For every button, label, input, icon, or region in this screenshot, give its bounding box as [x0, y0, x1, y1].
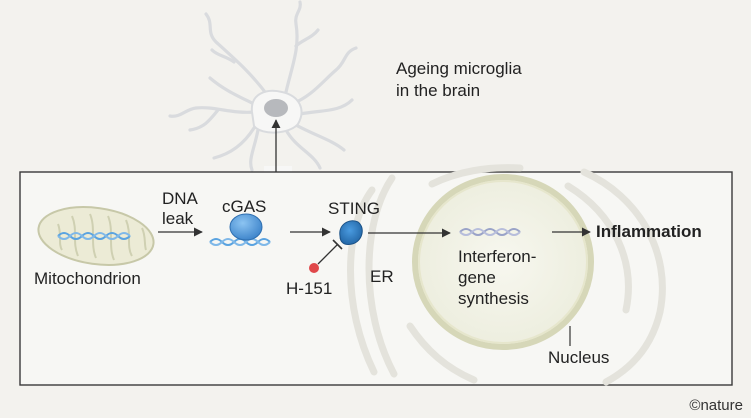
nucleus-label: Nucleus — [548, 348, 610, 367]
caption-line-2: in the brain — [396, 81, 481, 100]
microglia-cell — [168, 0, 358, 174]
interferon-label-2: gene — [458, 268, 496, 287]
sting-label: STING — [328, 199, 380, 218]
cgas-label: cGAS — [222, 197, 267, 216]
h151-inhibitor — [309, 239, 343, 273]
mitochondrial-dna-helix — [57, 232, 131, 240]
nature-credit: ©nature — [689, 397, 743, 414]
interferon-gene-helix — [459, 228, 521, 236]
sting-protein — [339, 220, 363, 245]
cgas-protein — [209, 213, 271, 246]
interferon-label-1: Interferon- — [458, 247, 537, 266]
mitochondrion — [37, 206, 155, 266]
er-membranes — [347, 164, 666, 386]
mitochondrion-label: Mitochondrion — [34, 269, 141, 288]
nucleus — [412, 174, 594, 350]
h151-label: H-151 — [286, 279, 333, 298]
interferon-label-3: synthesis — [458, 289, 529, 308]
dna-leak-label-2: leak — [162, 209, 194, 228]
caption-line-1: Ageing microglia — [396, 59, 522, 78]
er-label: ER — [370, 267, 394, 286]
dna-leak-label-1: DNA — [162, 189, 198, 208]
inflammation-label: Inflammation — [596, 222, 702, 241]
